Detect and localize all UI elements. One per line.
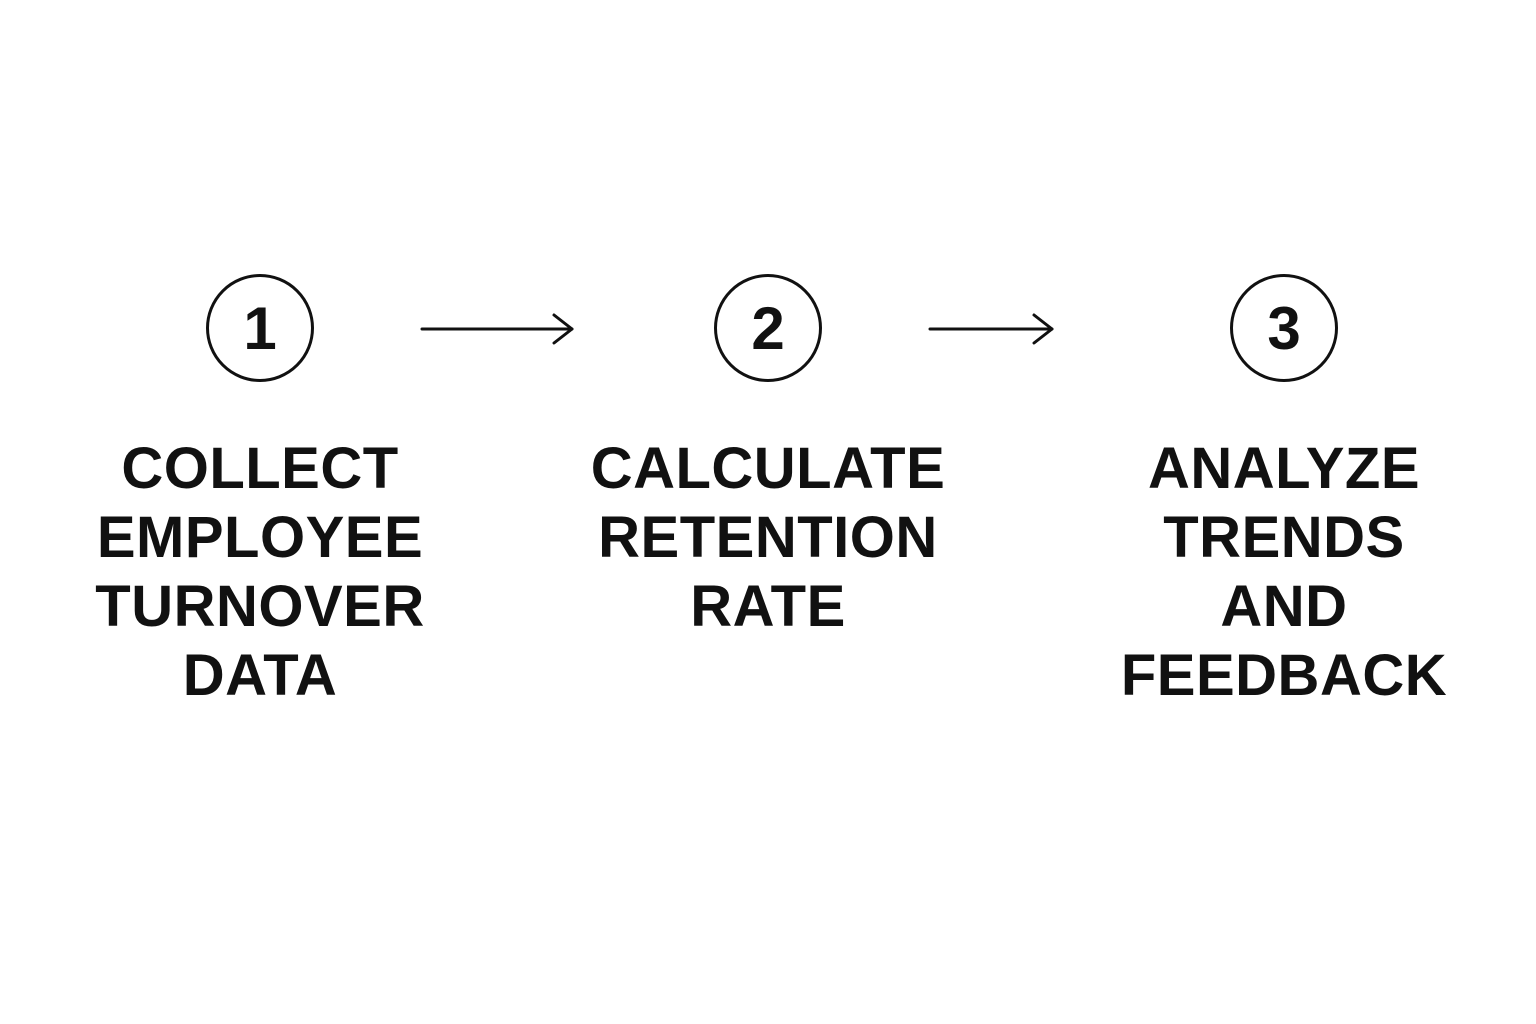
step-label: CALCULATE RETENTION RATE <box>591 434 946 641</box>
step-label-line: FEEDBACK <box>1120 643 1448 708</box>
step-2: 2 CALCULATE RETENTION RATE <box>558 274 978 641</box>
step-number: 1 <box>243 295 277 362</box>
step-number-circle: 1 <box>206 274 314 382</box>
step-label-line: EMPLOYEE <box>96 505 424 570</box>
step-number: 3 <box>1267 295 1301 362</box>
step-label-line: COLLECT <box>121 436 399 501</box>
step-label: COLLECT EMPLOYEE TURNOVER DATA <box>95 434 424 710</box>
step-label-line: RETENTION <box>598 505 938 570</box>
step-label-line: TRENDS <box>1163 505 1405 570</box>
step-label-line: AND <box>1220 574 1348 639</box>
step-3: 3 ANALYZE TRENDS AND FEEDBACK <box>1074 274 1494 710</box>
step-label-line: ANALYZE <box>1147 436 1421 501</box>
step-number: 2 <box>751 295 785 362</box>
step-label-line: CALCULATE <box>590 436 946 501</box>
step-label-line: DATA <box>182 643 338 708</box>
step-1: 1 COLLECT EMPLOYEE TURNOVER DATA <box>50 274 470 710</box>
step-label: ANALYZE TRENDS AND FEEDBACK <box>1121 434 1447 710</box>
step-label-line: TURNOVER <box>95 574 425 639</box>
step-number-circle: 2 <box>714 274 822 382</box>
arrow-right-icon <box>928 313 1054 345</box>
step-number-circle: 3 <box>1230 274 1338 382</box>
step-label-line: RATE <box>690 574 846 639</box>
arrow-right-icon <box>420 313 574 345</box>
